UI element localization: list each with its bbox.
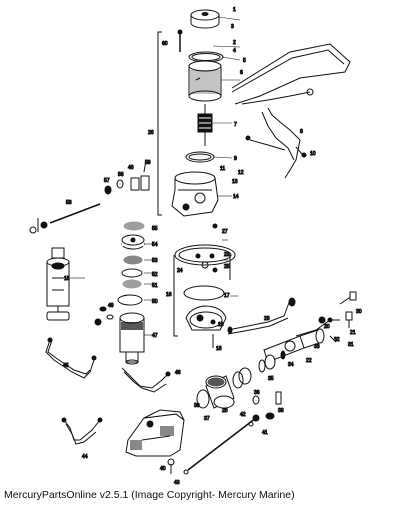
callout-label: 28	[222, 408, 228, 414]
motor-end-cap-part	[171, 171, 219, 217]
valve-block-part	[173, 244, 236, 348]
tilt-tube-part	[227, 297, 296, 335]
callout-label: 52	[152, 272, 158, 278]
seal-ring-part	[185, 151, 215, 163]
callout-label: 44	[82, 454, 88, 460]
callout-label: 39	[194, 403, 200, 409]
copyright-footer: MercuryPartsOnline v2.5.1 (Image Copyrig…	[4, 489, 295, 501]
trim-piston-assembly	[196, 328, 325, 420]
callout-label: 33	[314, 344, 320, 350]
callout-label: 13	[232, 179, 238, 185]
callout-label: 49	[108, 303, 114, 309]
callout-label: 56	[118, 172, 124, 178]
callout-label: 59	[145, 160, 151, 166]
callout-label: 7	[234, 122, 237, 128]
tube-left-part	[45, 337, 171, 445]
callout-label: 11	[220, 166, 225, 172]
callout-label: 21	[350, 330, 356, 336]
pump-fitting-parts	[29, 159, 150, 234]
callout-label: 9	[234, 156, 237, 162]
callout-label: 51	[152, 283, 158, 289]
callout-label: 55	[152, 226, 158, 232]
callout-label: 6	[240, 70, 243, 76]
callout-label: 10	[310, 151, 316, 157]
motor-housing-part	[188, 60, 222, 102]
callout-label: 29	[264, 316, 270, 322]
callout-label: 19	[218, 322, 224, 328]
callout-label: 34	[288, 362, 294, 368]
callout-label: 12	[238, 170, 244, 176]
motor-cap-part	[190, 9, 220, 29]
callout-label: 46	[175, 370, 181, 376]
callout-label: 17	[224, 293, 230, 299]
callout-label: 54	[152, 242, 158, 248]
callout-label: 20	[324, 324, 330, 330]
callout-label: 3	[231, 24, 234, 30]
callout-label: 23	[224, 252, 230, 258]
manifold-part	[125, 409, 185, 474]
callout-label: 40	[160, 466, 166, 472]
callout-label: 47	[152, 333, 158, 339]
callout-label: 24	[177, 268, 183, 274]
callout-label: 57	[104, 178, 110, 184]
callout-label: 26	[148, 130, 154, 136]
right-fitting-parts	[295, 291, 357, 343]
rod-part	[183, 414, 260, 475]
callout-label: 50	[152, 299, 158, 305]
callout-label: 1	[233, 7, 236, 13]
callout-label: 31	[348, 342, 354, 348]
callout-label: 22	[306, 358, 312, 364]
armature-part	[197, 104, 213, 146]
callout-label: 27	[222, 229, 228, 235]
gear-pump-stack	[94, 221, 145, 365]
callout-label: 42	[240, 412, 246, 418]
callout-label: 58	[66, 200, 72, 206]
callout-label: 45	[63, 363, 69, 369]
callout-label: 25	[224, 264, 230, 270]
callout-label: 48	[128, 165, 134, 171]
wiring-harness-part	[231, 43, 351, 179]
callout-label: 30	[356, 309, 362, 315]
callout-label: 35	[268, 376, 274, 382]
callout-label: 37	[204, 416, 210, 422]
callout-label: 14	[233, 194, 239, 200]
motor-oring-part	[188, 51, 224, 63]
callout-label: 15	[64, 276, 70, 282]
callout-label: 60	[162, 41, 168, 47]
callout-label: 18	[216, 346, 222, 352]
tilt-cylinder-part	[46, 247, 70, 321]
callout-label: 53	[152, 258, 158, 264]
callout-label: 32	[334, 337, 340, 343]
callout-label: 4	[233, 48, 236, 54]
callout-label: 43	[174, 480, 180, 486]
callout-label: 8	[300, 129, 303, 135]
callout-label: 5	[243, 58, 246, 64]
callout-label: 16	[166, 292, 172, 298]
callout-label: 2	[233, 40, 236, 46]
callout-label: 36	[254, 390, 260, 396]
callout-label: 41	[262, 430, 268, 436]
callout-label: 38	[278, 408, 284, 414]
